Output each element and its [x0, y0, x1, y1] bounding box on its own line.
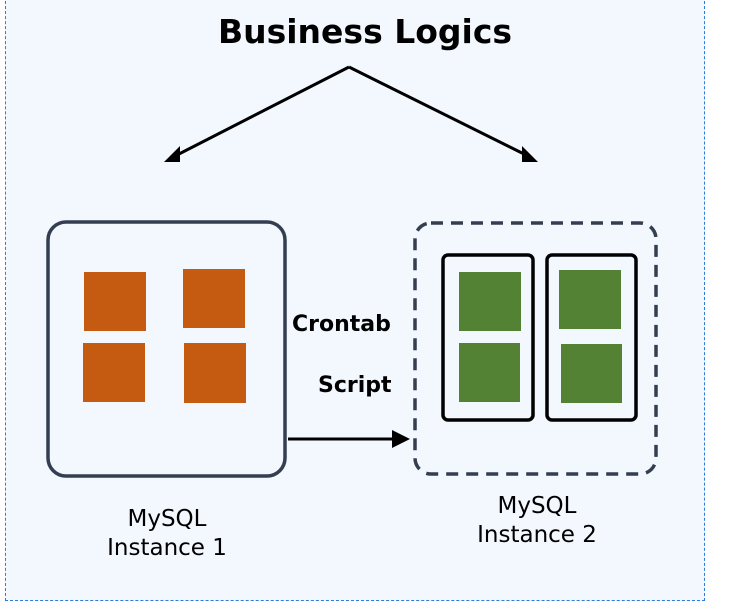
data-block — [559, 270, 621, 329]
arrow-to-instance-2 — [348, 65, 527, 157]
data-block — [561, 344, 622, 403]
instance-1-box — [46, 220, 287, 478]
data-block — [459, 272, 521, 331]
instance-1-border — [46, 220, 287, 478]
data-block — [184, 343, 246, 403]
shard-group — [545, 253, 638, 422]
instance-2-box — [413, 221, 658, 476]
instance-2-label-line1: MySQL — [497, 493, 577, 519]
data-block — [459, 343, 520, 402]
arrowhead-right — [522, 146, 538, 162]
data-block — [83, 343, 145, 402]
connector-label-crontab: Crontab — [292, 312, 391, 337]
instance-1-label-line1: MySQL — [127, 506, 207, 532]
data-block — [183, 269, 245, 328]
connector-label-script: Script — [318, 373, 392, 398]
shard-group — [441, 253, 535, 422]
instance-2-label: MySQL Instance 2 — [462, 492, 612, 550]
data-block — [84, 272, 146, 331]
crontab-arrow — [288, 430, 410, 448]
instance-1-label-line2: Instance 1 — [107, 535, 227, 561]
title-arrows — [164, 65, 538, 162]
diagram-title: Business Logics — [217, 12, 513, 51]
crontab-arrowhead — [392, 430, 410, 448]
instance-1-label: MySQL Instance 1 — [92, 505, 242, 563]
arrow-to-instance-1 — [176, 65, 350, 157]
arrowhead-left — [164, 146, 180, 162]
instance-2-label-line2: Instance 2 — [477, 522, 597, 548]
instance-2-border — [413, 221, 658, 476]
